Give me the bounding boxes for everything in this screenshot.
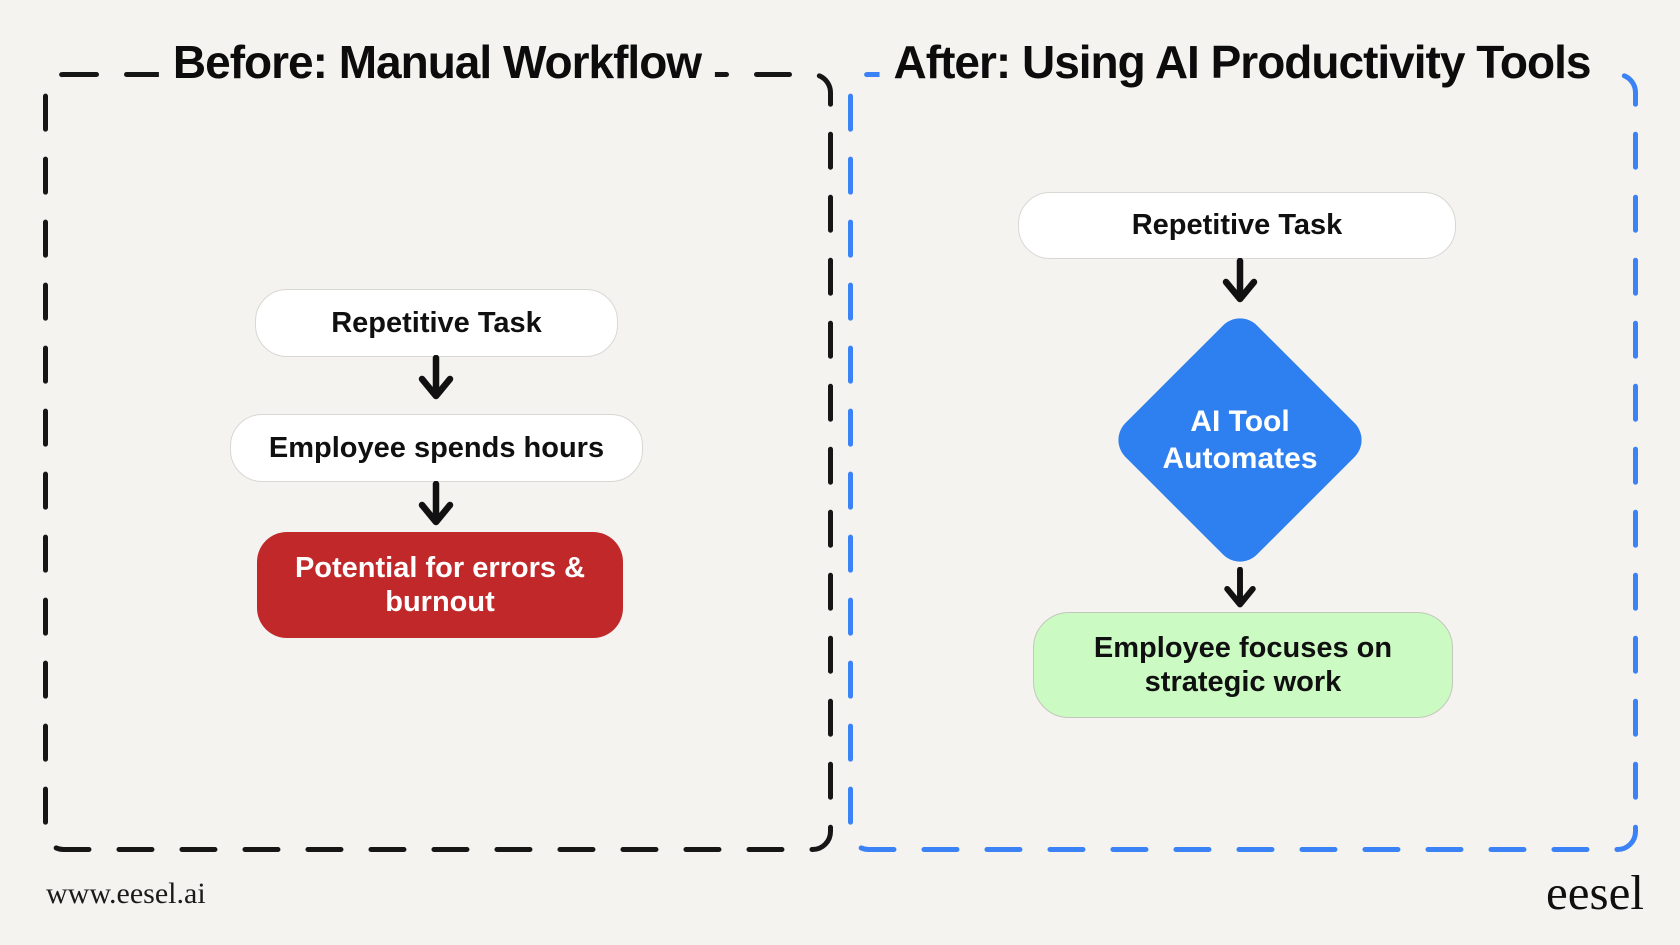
before-step-repetitive-task: Repetitive Task: [255, 289, 618, 357]
down-arrow-icon: [1224, 567, 1256, 608]
down-arrow-icon: [418, 481, 454, 526]
diamond-label: AI Tool Automates: [1162, 404, 1318, 476]
after-step-repetitive-task: Repetitive Task: [1018, 192, 1456, 259]
before-step-errors-burnout: Potential for errors & burnout: [257, 532, 623, 638]
before-panel-title: Before: Manual Workflow: [158, 36, 716, 89]
after-step-strategic-work: Employee focuses on strategic work: [1033, 612, 1453, 718]
eesel-logo: eesel: [1546, 865, 1644, 920]
before-panel-dashed-border: [43, 72, 833, 852]
down-arrow-icon: [1222, 258, 1258, 303]
after-step-ai-tool-automates: AI Tool Automates: [1108, 308, 1372, 572]
before-step-employee-spends-hours: Employee spends hours: [230, 414, 643, 482]
after-panel-dashed-border: [848, 72, 1638, 852]
website-url: www.eesel.ai: [46, 877, 206, 910]
down-arrow-icon: [418, 355, 454, 400]
after-panel-title: After: Using AI Productivity Tools: [879, 36, 1605, 89]
